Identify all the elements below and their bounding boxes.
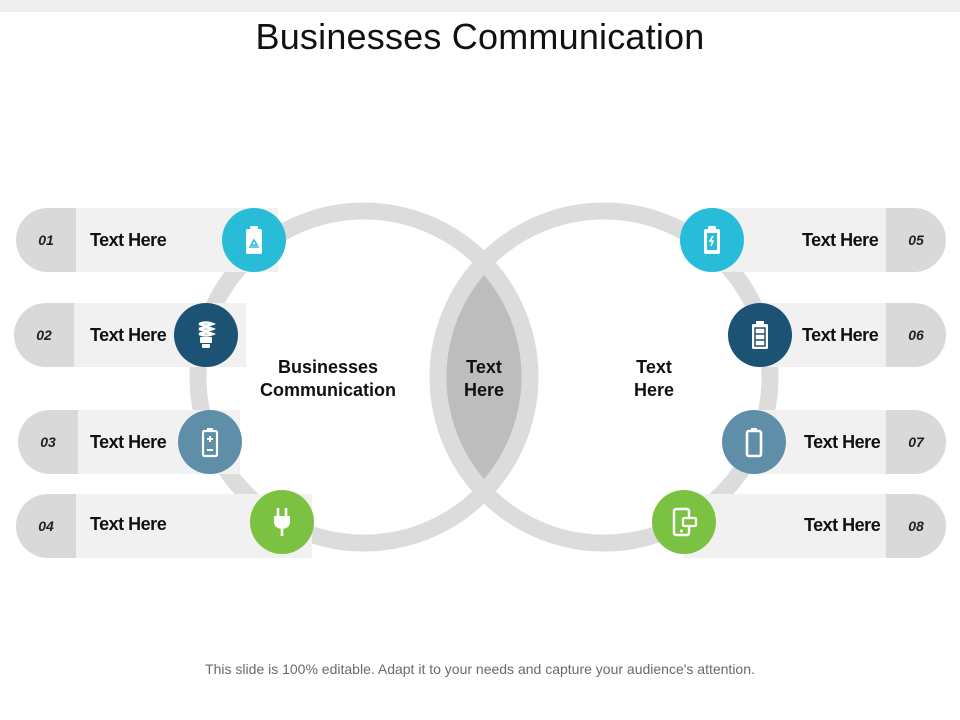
item-label: Text Here [90, 514, 167, 534]
battery-levels-icon [728, 303, 792, 367]
right-circle-label-line1: Text [636, 357, 672, 377]
left-ring [189, 202, 539, 552]
footer-note: This slide is 100% editable. Adapt it to… [205, 661, 755, 677]
item-label: Text Here [90, 325, 167, 345]
right-ring [429, 202, 779, 552]
intersection-label-line1: Text [466, 357, 502, 377]
right-circle-label: Text Here [614, 356, 694, 402]
left-circle-label-line1: Businesses [277, 357, 379, 377]
item-number: 06 [886, 303, 946, 367]
left-circle-label: Businesses Communication [248, 356, 408, 402]
list-item-08: 08 Text Here [684, 494, 946, 558]
item-number: 07 [886, 410, 946, 474]
item-number: 04 [16, 494, 76, 558]
item-number: 03 [18, 410, 78, 474]
item-number: 05 [886, 208, 946, 272]
cfl-bulb-icon [174, 303, 238, 367]
battery-plus-icon [178, 410, 242, 474]
mobile-card-icon [652, 490, 716, 554]
item-number: 01 [16, 208, 76, 272]
page-title: Businesses Communication [255, 16, 705, 57]
item-label: Text Here [802, 325, 879, 345]
plug-icon [250, 490, 314, 554]
right-circle-label-line2: Here [633, 380, 675, 400]
intersection-label-line2: Here [463, 380, 505, 400]
item-label: Text Here [90, 432, 167, 452]
item-label: Text Here [90, 230, 167, 250]
item-label: Text Here [802, 230, 879, 250]
item-number: 08 [886, 494, 946, 558]
battery-charging-icon [680, 208, 744, 272]
list-item-05: 05 Text Here [712, 208, 946, 272]
item-number: 02 [14, 303, 74, 367]
item-label: Text Here [804, 515, 881, 535]
battery-recycle-icon [222, 208, 286, 272]
intersection-label: Text Here [444, 356, 524, 402]
left-circle-label-line2: Communication [259, 380, 396, 400]
battery-empty-icon [722, 410, 786, 474]
top-bar [0, 0, 960, 12]
item-label: Text Here [804, 432, 881, 452]
